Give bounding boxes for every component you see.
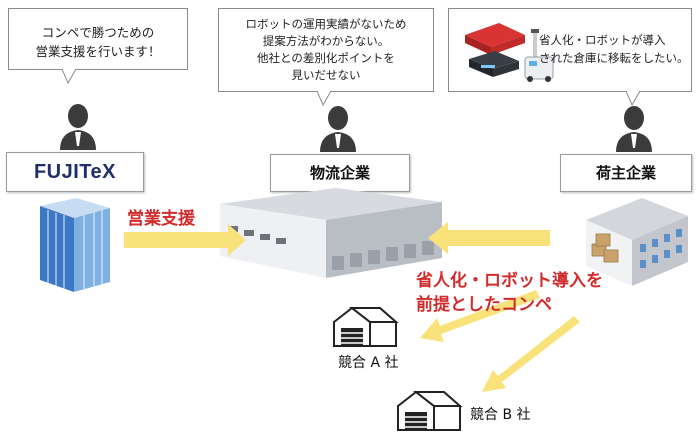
person-icon: [616, 106, 652, 152]
person-icon: [320, 106, 356, 152]
logistics-warehouse-image: [220, 188, 442, 278]
fujitex-logo-box: FUJITeX: [6, 152, 144, 192]
shipper-bubble-text: 省人化・ロボットが導入 された倉庫に移転をしたい。: [539, 33, 689, 65]
competitor-a-warehouse-icon: [333, 306, 399, 347]
fujitex-logo: FUJITeX: [33, 161, 117, 183]
bubble-tail: [317, 91, 332, 107]
person-icon: [60, 104, 96, 150]
competitor-b-label: 競合 B 社: [470, 407, 531, 423]
fujitex-speech-bubble: コンペで勝つための 営業支援を行います！: [8, 8, 188, 70]
shipper-speech-bubble: 省人化・ロボットが導入 された倉庫に移転をしたい。: [448, 8, 692, 92]
shipper-building-image: [586, 198, 688, 286]
logistics-speech-bubble: ロボットの運用実績がないため 提案方法がわからない。 他社との差別化ポイントを …: [218, 8, 434, 92]
office-building-image: [40, 198, 110, 292]
sales-support-label: 営業支援: [127, 209, 195, 229]
bubble-tail: [626, 91, 641, 107]
competitor-b-arrow: [482, 316, 580, 392]
sales-support-arrow: [124, 224, 246, 256]
logistics-company-label: 物流企業: [270, 154, 410, 192]
competition-label-line2: 前提としたコンペ: [416, 295, 552, 315]
competition-label-line1: 省人化・ロボット導入を: [416, 271, 603, 291]
shipper-to-logistics-arrow: [428, 222, 550, 254]
warehouse-robot-image: [465, 23, 554, 82]
shipper-company-label: 荷主企業: [560, 154, 692, 192]
competitor-b-warehouse-icon: [397, 390, 463, 431]
competitor-a-arrow: [420, 290, 540, 342]
competitor-a-label: 競合 A 社: [338, 355, 399, 371]
bubble-tail: [62, 69, 77, 85]
